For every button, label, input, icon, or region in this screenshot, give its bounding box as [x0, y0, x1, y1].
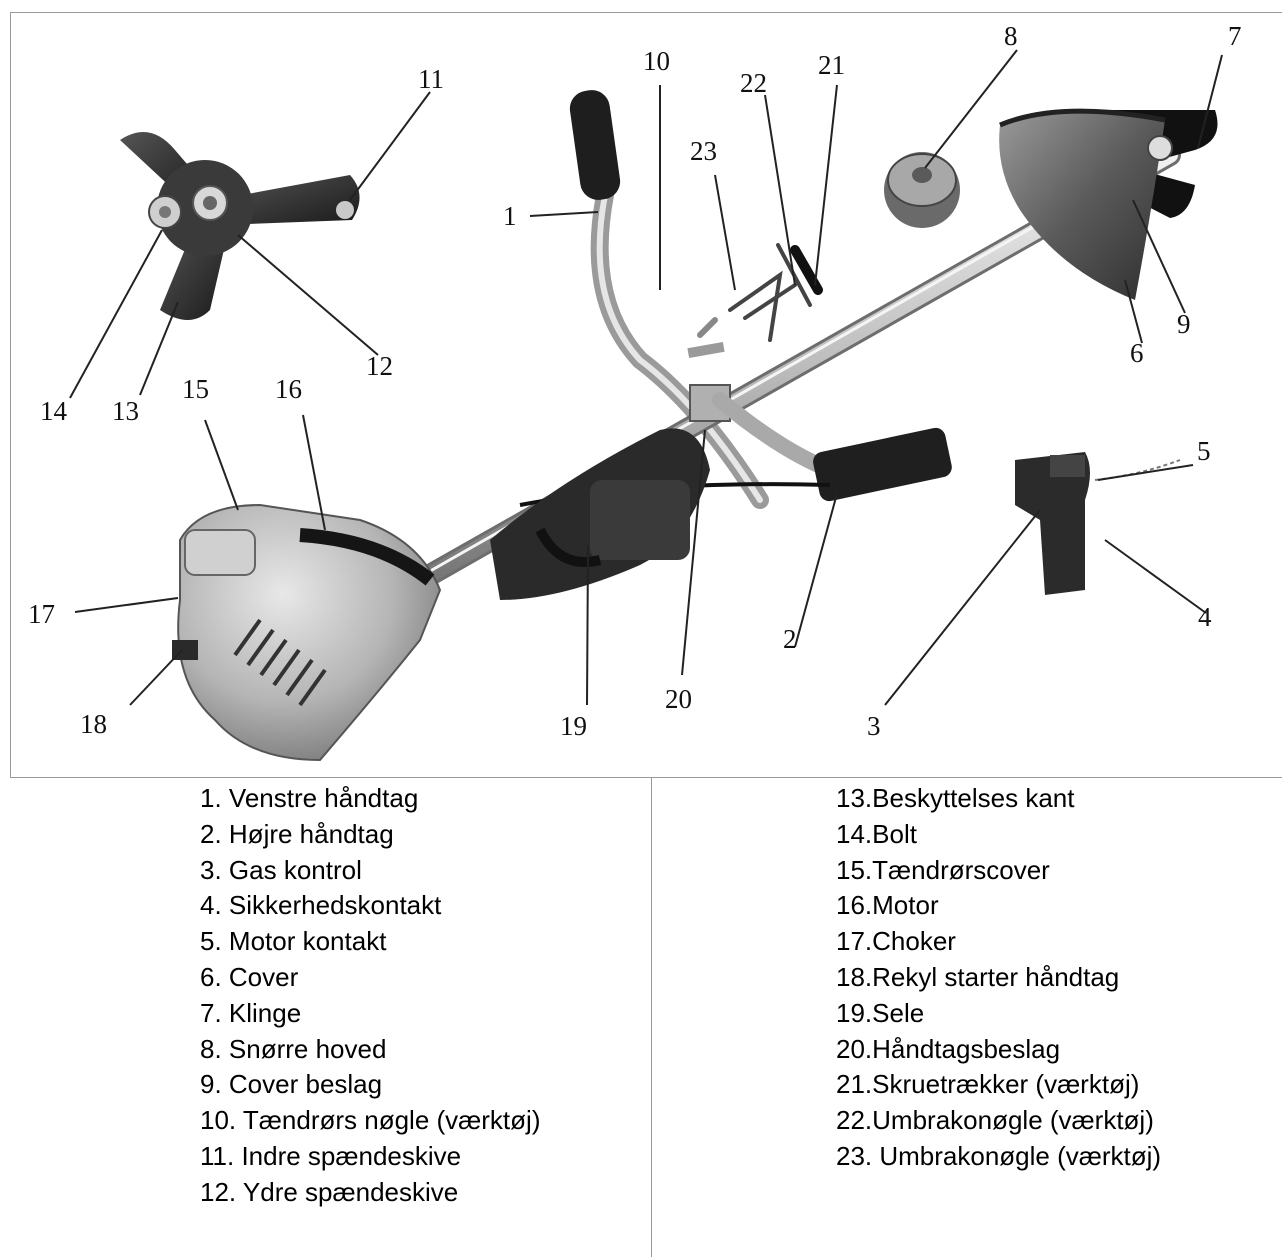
callout-2: 2	[783, 624, 797, 654]
callout-16: 16	[275, 374, 302, 404]
callout-23: 23	[690, 136, 717, 166]
line-head	[884, 152, 960, 228]
engine	[172, 505, 440, 760]
legend-item: 4. Sikkerhedskontakt	[200, 888, 540, 924]
legend-item: 7. Klinge	[200, 996, 540, 1032]
legend-item: 17.Choker	[836, 924, 1161, 960]
legend-right-column: 13.Beskyttelses kant 14.Bolt 15.Tændrørs…	[836, 781, 1161, 1175]
callout-3: 3	[867, 711, 881, 741]
callout-1: 1	[503, 201, 517, 231]
guard-assembly	[999, 110, 1217, 300]
throttle-assembly	[1015, 452, 1180, 595]
tools	[700, 245, 818, 340]
harness	[490, 428, 710, 600]
callout-20: 20	[665, 684, 692, 714]
legend-item: 2. Højre håndtag	[200, 817, 540, 853]
legend-left-column: 1. Venstre håndtag 2. Højre håndtag 3. G…	[200, 781, 540, 1211]
legend-item: 16.Motor	[836, 888, 1161, 924]
figure-divider	[10, 777, 1282, 778]
callout-19: 19	[560, 711, 587, 741]
brushcutter-diagram: 1 2 3 4 5 6 7 8 9 10 11 12 13 14 15 16 1…	[0, 0, 1282, 778]
legend-item: 13.Beskyttelses kant	[836, 781, 1161, 817]
legend-item: 20.Håndtagsbeslag	[836, 1032, 1161, 1068]
callout-13: 13	[112, 396, 139, 426]
callout-21: 21	[818, 50, 845, 80]
callout-22: 22	[740, 68, 767, 98]
legend-item: 23. Umbrakonøgle (værktøj)	[836, 1139, 1161, 1175]
legend-item: 19.Sele	[836, 996, 1161, 1032]
callout-18: 18	[80, 709, 107, 739]
legend-item: 18.Rekyl starter håndtag	[836, 960, 1161, 996]
legend-item: 6. Cover	[200, 960, 540, 996]
legend-item: 3. Gas kontrol	[200, 853, 540, 889]
legend-item: 15.Tændrørscover	[836, 853, 1161, 889]
legend-item: 14.Bolt	[836, 817, 1161, 853]
legend-item: 5. Motor kontakt	[200, 924, 540, 960]
callout-7: 7	[1228, 21, 1242, 51]
callout-15: 15	[182, 374, 209, 404]
legend-item: 12. Ydre spændeskive	[200, 1175, 540, 1211]
legend-item: 9. Cover beslag	[200, 1067, 540, 1103]
legend-item: 1. Venstre håndtag	[200, 781, 540, 817]
callout-5: 5	[1197, 436, 1211, 466]
legend-item: 11. Indre spændeskive	[200, 1139, 540, 1175]
legend-item: 10. Tændrørs nøgle (værktøj)	[200, 1103, 540, 1139]
callout-12: 12	[366, 351, 393, 381]
legend-item: 21.Skruetrækker (værktøj)	[836, 1067, 1161, 1103]
callout-17: 17	[28, 599, 55, 629]
blade-assembly	[120, 132, 360, 320]
callout-4: 4	[1198, 602, 1212, 632]
legend-item: 22.Umbrakonøgle (værktøj)	[836, 1103, 1161, 1139]
column-divider	[651, 778, 652, 1257]
callout-10: 10	[643, 46, 670, 76]
callout-6: 6	[1130, 338, 1144, 368]
callout-8: 8	[1004, 21, 1018, 51]
legend-item: 8. Snørre hoved	[200, 1032, 540, 1068]
callout-9: 9	[1177, 309, 1191, 339]
callout-11: 11	[418, 64, 444, 94]
callout-14: 14	[40, 396, 68, 426]
